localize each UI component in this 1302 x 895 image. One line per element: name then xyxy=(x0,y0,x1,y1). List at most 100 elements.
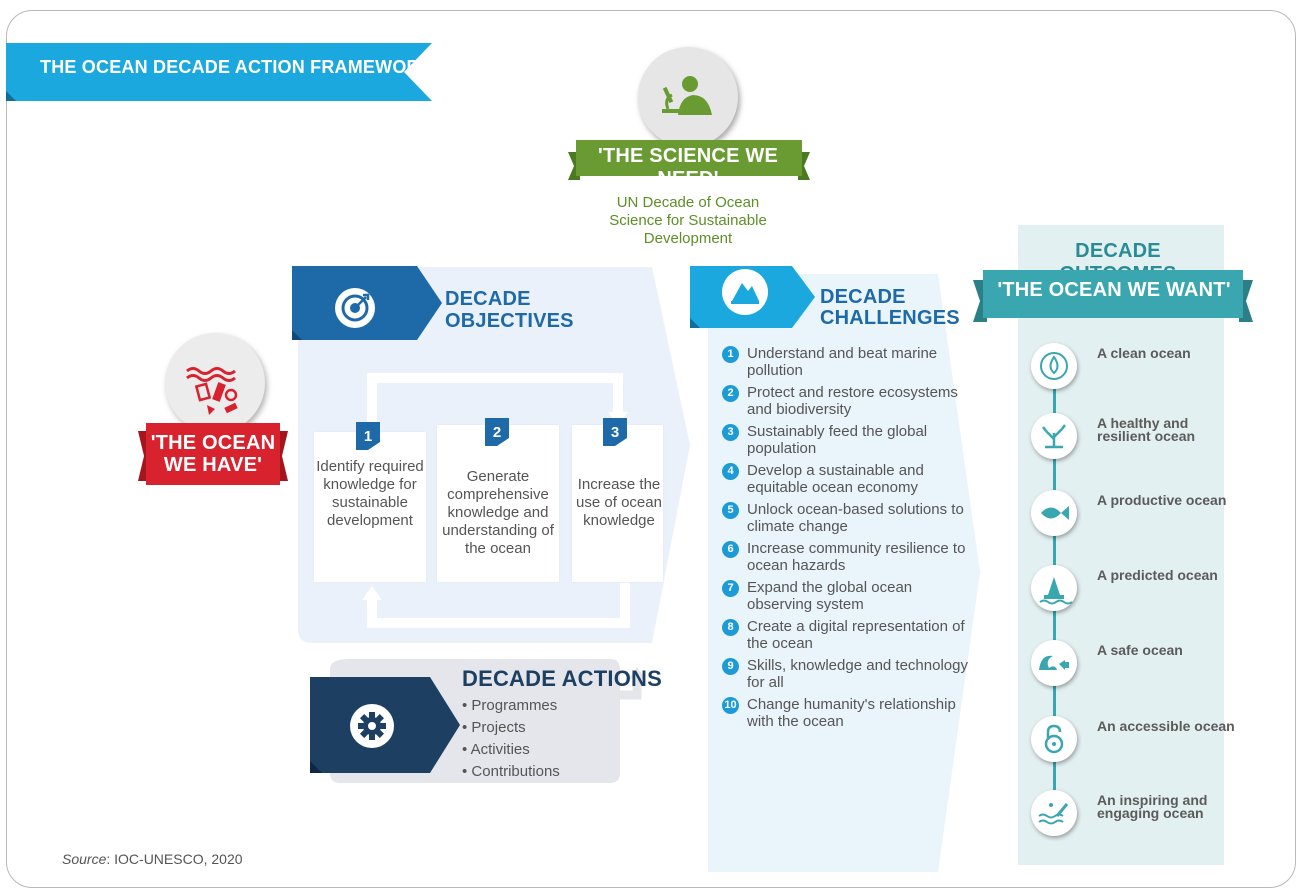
challenges-title-line2: CHALLENGES xyxy=(820,307,960,329)
scientist-microscope-icon xyxy=(662,76,712,115)
challenge-text: Unlock ocean-based solutions to climate … xyxy=(747,501,964,535)
action-item-label: Projects xyxy=(471,719,526,736)
outcome-item-predicted: A predicted ocean xyxy=(1031,565,1231,611)
outcome-label: A productive ocean xyxy=(1097,492,1227,508)
objective-box-1 xyxy=(314,432,426,582)
challenge-text: Sustainably feed the global population xyxy=(747,423,928,457)
action-item: • Activities xyxy=(462,741,530,758)
ocean-have-line2: WE HAVE' xyxy=(163,454,263,476)
challenge-text: Create a digital representation of the o… xyxy=(747,618,965,652)
challenge-text: Change humanity's relationship with the … xyxy=(747,696,956,730)
science-subtitle: UN Decade of Ocean Science for Sustainab… xyxy=(609,194,767,247)
padlock-open-icon xyxy=(1031,716,1077,762)
outcome-item-safe: A safe ocean xyxy=(1031,640,1231,686)
source-label: Source xyxy=(62,851,107,867)
challenge-number: 5 xyxy=(722,502,739,519)
science-we-need-label: 'THE SCIENCE WE NEED' xyxy=(598,145,778,190)
outcome-label: A safe ocean xyxy=(1097,642,1183,658)
objectives-title: DECADE OBJECTIVES xyxy=(445,288,574,332)
step-number-3: 3 xyxy=(610,424,620,441)
challenge-number: 2 xyxy=(722,385,739,402)
outcome-item-clean: A clean ocean xyxy=(1031,343,1231,389)
action-item: • Programmes xyxy=(462,697,558,714)
challenge-item: 1 Understand and beat marine pollution xyxy=(722,345,972,379)
challenge-text: Skills, knowledge and technology for all xyxy=(747,657,968,691)
challenge-item: 8 Create a digital representation of the … xyxy=(722,618,972,652)
objective-box-3 xyxy=(572,425,663,582)
challenge-number: 10 xyxy=(722,697,739,714)
iceberg-icon xyxy=(722,269,768,315)
source-note: Source: IOC-UNESCO, 2020 xyxy=(62,851,243,867)
gear-icon xyxy=(350,704,394,748)
challenge-number: 7 xyxy=(722,580,739,597)
objective-text-1: Identify required knowledge for sustaina… xyxy=(316,458,424,529)
target-icon xyxy=(335,288,375,328)
ocean-have-line1: 'THE OCEAN xyxy=(150,432,276,454)
challenge-text: Develop a sustainable and equitable ocea… xyxy=(747,462,924,496)
outcome-label: A predicted ocean xyxy=(1097,567,1218,583)
wave-alert-icon xyxy=(1031,640,1077,686)
ocean-want-ribbon xyxy=(973,270,1253,322)
outcome-label: An inspiring and engaging ocean xyxy=(1097,792,1208,821)
challenge-text: Expand the global ocean observing system xyxy=(747,579,913,613)
buoy-icon xyxy=(1031,565,1077,611)
ocean-we-have-label: 'THE OCEAN WE HAVE' xyxy=(148,432,278,476)
challenge-item: 4 Develop a sustainable and equitable oce… xyxy=(722,462,972,496)
science-ribbon xyxy=(568,140,810,180)
action-item: • Projects xyxy=(462,719,526,736)
ocean-have-icon-circle xyxy=(165,333,265,433)
challenge-text: Increase community resilience to ocean h… xyxy=(747,540,966,574)
challenge-number: 4 xyxy=(722,463,739,480)
action-item-label: Activities xyxy=(470,741,530,758)
outcome-item-productive: A productive ocean xyxy=(1031,490,1231,536)
challenge-number: 8 xyxy=(722,619,739,636)
figure-frame xyxy=(6,10,1296,888)
science-icon-circle xyxy=(638,47,738,147)
action-item-label: Programmes xyxy=(471,697,558,714)
step-badge-2 xyxy=(485,418,509,446)
action-item-label: Contributions xyxy=(471,763,560,780)
outcome-label: A clean ocean xyxy=(1097,345,1191,361)
challenge-item: 2 Protect and restore ecosystems and biod… xyxy=(722,384,972,418)
challenges-title-line1: DECADE xyxy=(820,286,906,308)
challenge-number: 6 xyxy=(722,541,739,558)
challenge-item: 6 Increase community resilience to ocean … xyxy=(722,540,972,574)
marine-litter-icon xyxy=(186,367,238,415)
fish-icon xyxy=(1031,490,1077,536)
objective-text-2: Generate comprehensive knowledge and und… xyxy=(442,468,554,557)
outcome-item-inspiring: An inspiring and engaging ocean xyxy=(1031,790,1231,836)
coral-icon xyxy=(1031,413,1077,459)
challenge-item: 5 Unlock ocean-based solutions to climate… xyxy=(722,501,972,535)
objective-box-2 xyxy=(437,425,559,582)
objective-text-3: Increase the use of ocean knowledge xyxy=(576,476,662,529)
challenge-item: 9 Skills, knowledge and technology for al… xyxy=(722,657,972,691)
challenge-number: 1 xyxy=(722,346,739,363)
water-drop-icon xyxy=(1031,343,1077,389)
outcome-label: A healthy and resilient ocean xyxy=(1097,415,1196,444)
ocean-have-ribbon xyxy=(138,423,288,485)
step-number-2: 2 xyxy=(492,424,502,441)
challenge-item: 3 Sustainably feed the global population xyxy=(722,423,972,457)
title-banner xyxy=(6,43,432,101)
objectives-title-line1: DECADE xyxy=(445,288,531,310)
challenge-number: 3 xyxy=(722,424,739,441)
actions-list: • Programmes • Projects • Activities • C… xyxy=(462,695,560,783)
actions-title: DECADE ACTIONS xyxy=(462,666,662,691)
diver-icon xyxy=(1031,790,1077,836)
objectives-title-line2: OBJECTIVES xyxy=(445,310,574,332)
challenge-text: Understand and beat marine pollution xyxy=(747,345,938,379)
step-badge-1 xyxy=(356,422,380,450)
step-number-1: 1 xyxy=(363,428,373,445)
challenge-item: 7 Expand the global ocean observing syste… xyxy=(722,579,972,613)
challenges-panel xyxy=(708,274,980,872)
outcome-label: An accessible ocean xyxy=(1097,718,1235,734)
challenge-number: 9 xyxy=(722,658,739,675)
ocean-we-want-label: 'THE OCEAN WE WANT' xyxy=(997,279,1231,301)
outcome-item-accessible: An accessible ocean xyxy=(1031,716,1235,762)
challenge-text: Protect and restore ecosystems and biodi… xyxy=(747,384,958,418)
step-badge-3 xyxy=(603,418,627,446)
source-text: : IOC-UNESCO, 2020 xyxy=(106,851,243,867)
challenge-item: 10 Change humanity's relationship with th… xyxy=(722,696,972,730)
outcome-item-healthy: A healthy and resilient ocean xyxy=(1031,413,1231,459)
challenges-title: DECADE CHALLENGES xyxy=(820,287,960,329)
